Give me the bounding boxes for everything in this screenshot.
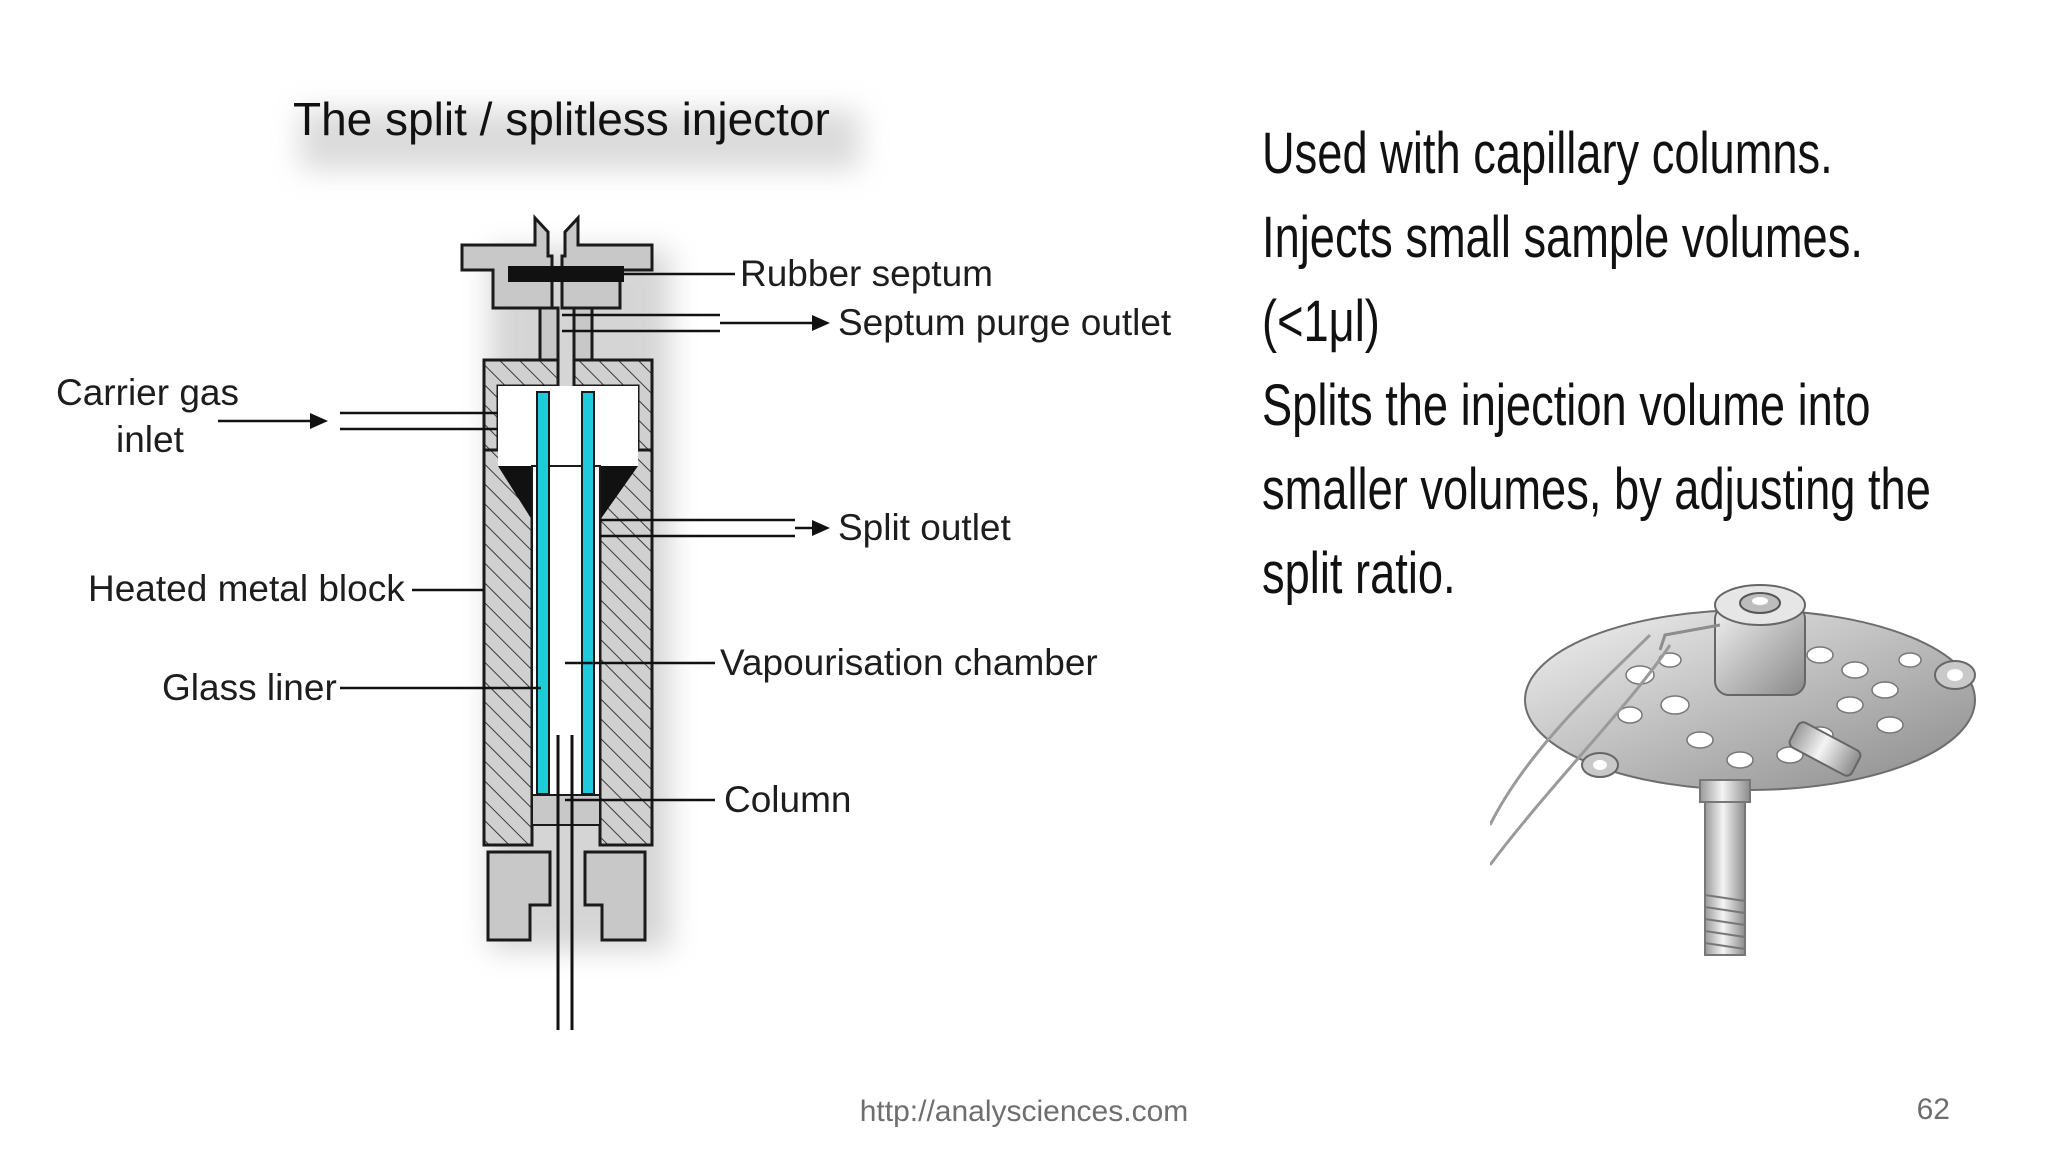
upper-chamber — [498, 386, 638, 466]
description-line: (<1μl) — [1262, 289, 1380, 354]
label-carrier-gas-line1: Carrier gas — [56, 372, 239, 413]
label-septum-purge-outlet: Septum purge outlet — [838, 302, 1172, 343]
label-glass-liner: Glass liner — [162, 667, 337, 708]
split-splitless-injector-photo — [1490, 584, 1976, 956]
block-wall-right — [598, 448, 654, 847]
septum-cap-right — [560, 214, 654, 310]
block-wall-left — [482, 448, 534, 847]
label-heated-metal-block: Heated metal block — [88, 568, 405, 609]
glass-liner-right — [581, 391, 595, 795]
label-split-outlet: Split outlet — [838, 507, 1011, 548]
label-vapourisation-chamber: Vapourisation chamber — [720, 642, 1098, 683]
purge-arrow-head — [812, 315, 830, 331]
label-column: Column — [724, 779, 852, 820]
description-line: split ratio. — [1262, 541, 1456, 606]
diagram-title: The split / splitless injector — [293, 93, 830, 145]
split-arrow-head — [812, 520, 830, 536]
page-number: 62 — [1916, 1093, 1950, 1126]
rubber-septum — [508, 266, 624, 282]
septum-cap — [460, 214, 554, 310]
bottom-nut-left — [486, 850, 552, 942]
footer-url: http://analysciences.com — [859, 1095, 1189, 1128]
description-line: smaller volumes, by adjusting the — [1262, 457, 1931, 522]
label-rubber-septum: Rubber septum — [740, 253, 993, 294]
carrier-arrow-head — [310, 413, 328, 429]
injector-diagram: The split / splitless injector — [56, 93, 1172, 1030]
description-text-block: Used with capillary columns. Injects sma… — [1262, 112, 2003, 616]
bottom-nut-right — [583, 850, 647, 942]
description-line: Injects small sample volumes. — [1262, 205, 1863, 270]
label-carrier-gas-line2: inlet — [116, 419, 185, 460]
glass-liner-left — [536, 391, 550, 795]
description-line: Used with capillary columns. — [1262, 121, 1833, 186]
description-line: Splits the injection volume into — [1262, 373, 1871, 438]
